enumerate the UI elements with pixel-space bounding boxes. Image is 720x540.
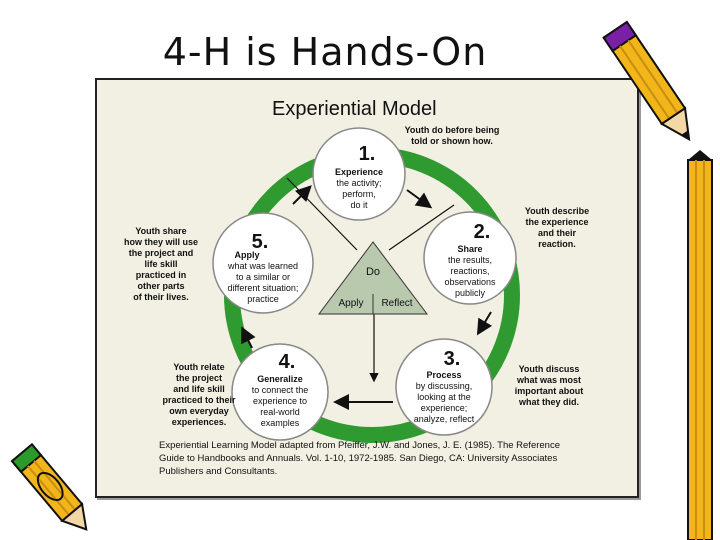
citation-line: Guide to Handbooks and Annuals. Vol. 1-1… bbox=[159, 453, 557, 464]
step-2-line: the results, bbox=[448, 255, 492, 265]
citation: Experiential Learning Model adapted from… bbox=[159, 440, 560, 477]
note-line: reaction. bbox=[538, 239, 576, 249]
step-4-line: experience to bbox=[253, 396, 307, 406]
note-line: practiced to their bbox=[162, 395, 236, 405]
step-1-line: do it bbox=[350, 200, 368, 210]
note-line: the experience bbox=[525, 217, 588, 227]
model-heading: Experiential Model bbox=[272, 98, 437, 120]
pencil-small-clipart-icon bbox=[10, 442, 88, 531]
note-line: own everyday bbox=[169, 406, 229, 416]
note-line: practiced in bbox=[136, 270, 187, 280]
note-line: life skill bbox=[144, 259, 177, 269]
pencil-clipart-icon bbox=[602, 20, 691, 142]
step-1-number: 1. bbox=[359, 143, 376, 165]
step-4-line: to connect the bbox=[252, 385, 309, 395]
citation-line: Publishers and Consultants. bbox=[159, 466, 277, 477]
note-line: other parts bbox=[137, 281, 184, 291]
note-line: Youth do before being bbox=[405, 125, 500, 135]
step-2-number: 2. bbox=[474, 221, 491, 243]
step-4-number: 4. bbox=[279, 351, 296, 373]
step-3: 3. Process by discussing, looking at the… bbox=[395, 338, 493, 436]
note-line: and life skill bbox=[173, 384, 225, 394]
note-line: what was most bbox=[516, 375, 581, 385]
outer-note-1: Youth do before being told or shown how. bbox=[405, 125, 500, 146]
note-line: how they will use bbox=[124, 237, 198, 247]
step-3-number: 3. bbox=[444, 348, 461, 370]
step-5-line: practice bbox=[247, 294, 279, 304]
note-line: what they did. bbox=[518, 397, 579, 407]
step-4-line: examples bbox=[261, 418, 300, 428]
step-4-title: Generalize bbox=[257, 374, 303, 384]
step-3-line: looking at the bbox=[417, 392, 471, 402]
note-line: Youth describe bbox=[525, 206, 589, 216]
step-3-line: by discussing, bbox=[416, 381, 473, 391]
step-4: 4. Generalize to connect the experience … bbox=[231, 343, 329, 441]
cycle-arrow-1-2 bbox=[406, 189, 433, 209]
step-5-line: what was learned bbox=[227, 261, 298, 271]
note-line: Youth relate bbox=[173, 362, 224, 372]
outer-note-5: Youth share how they will use the projec… bbox=[124, 226, 198, 302]
outer-note-2: Youth describe the experience and their … bbox=[525, 206, 589, 249]
step-1-title: Experience bbox=[335, 167, 383, 177]
pencil-edge-icon bbox=[687, 150, 713, 540]
step-5-title: Apply bbox=[234, 250, 259, 260]
step-1-line: perform, bbox=[342, 189, 376, 199]
step-3-line: analyze, reflect bbox=[414, 414, 475, 424]
step-2-line: observations bbox=[444, 277, 496, 287]
note-line: the project and bbox=[129, 248, 194, 258]
step-4-line: real-world bbox=[260, 407, 300, 417]
citation-line: Experiential Learning Model adapted from… bbox=[159, 440, 560, 451]
step-5: 5. Apply what was learned to a similar o… bbox=[212, 212, 314, 314]
step-2-title: Share bbox=[457, 244, 482, 254]
slide-title: 4-H is Hands-On bbox=[162, 30, 488, 74]
step-2-line: reactions, bbox=[450, 266, 489, 276]
experiential-model-diagram: Experiential Model Do Apply Reflect 1. E… bbox=[124, 98, 589, 477]
note-line: experiences. bbox=[172, 417, 227, 427]
cycle-arrow-4-5 bbox=[241, 326, 256, 349]
step-1-line: the activity; bbox=[336, 178, 381, 188]
center-apply: Apply bbox=[338, 298, 363, 309]
note-line: Youth share bbox=[135, 226, 186, 236]
note-line: Youth discuss bbox=[519, 364, 580, 374]
step-5-number: 5. bbox=[252, 231, 269, 253]
center-do: Do bbox=[366, 266, 380, 278]
cycle-arrow-5-1 bbox=[292, 185, 312, 205]
note-line: important about bbox=[515, 386, 584, 396]
step-3-line: experience; bbox=[421, 403, 468, 413]
outer-note-4: Youth relate the project and life skill … bbox=[162, 362, 236, 427]
step-2: 2. Share the results, reactions, observa… bbox=[423, 211, 517, 305]
note-line: and their bbox=[538, 228, 577, 238]
step-5-line: different situation; bbox=[228, 283, 299, 293]
step-1: 1. Experience the activity; perform, do … bbox=[312, 127, 406, 221]
experiential-model-card: Experiential Model Do Apply Reflect 1. E… bbox=[95, 78, 639, 498]
step-3-title: Process bbox=[426, 370, 461, 380]
center-reflect: Reflect bbox=[381, 298, 412, 309]
outer-note-3: Youth discuss what was most important ab… bbox=[515, 364, 584, 407]
step-2-line: publicly bbox=[455, 288, 486, 298]
note-line: told or shown how. bbox=[411, 136, 493, 146]
connector-line-2 bbox=[388, 204, 455, 251]
note-line: of their lives. bbox=[133, 292, 189, 302]
step-5-line: to a similar or bbox=[236, 272, 290, 282]
cycle-arrow-2-3 bbox=[476, 311, 493, 336]
note-line: the project bbox=[176, 373, 222, 383]
